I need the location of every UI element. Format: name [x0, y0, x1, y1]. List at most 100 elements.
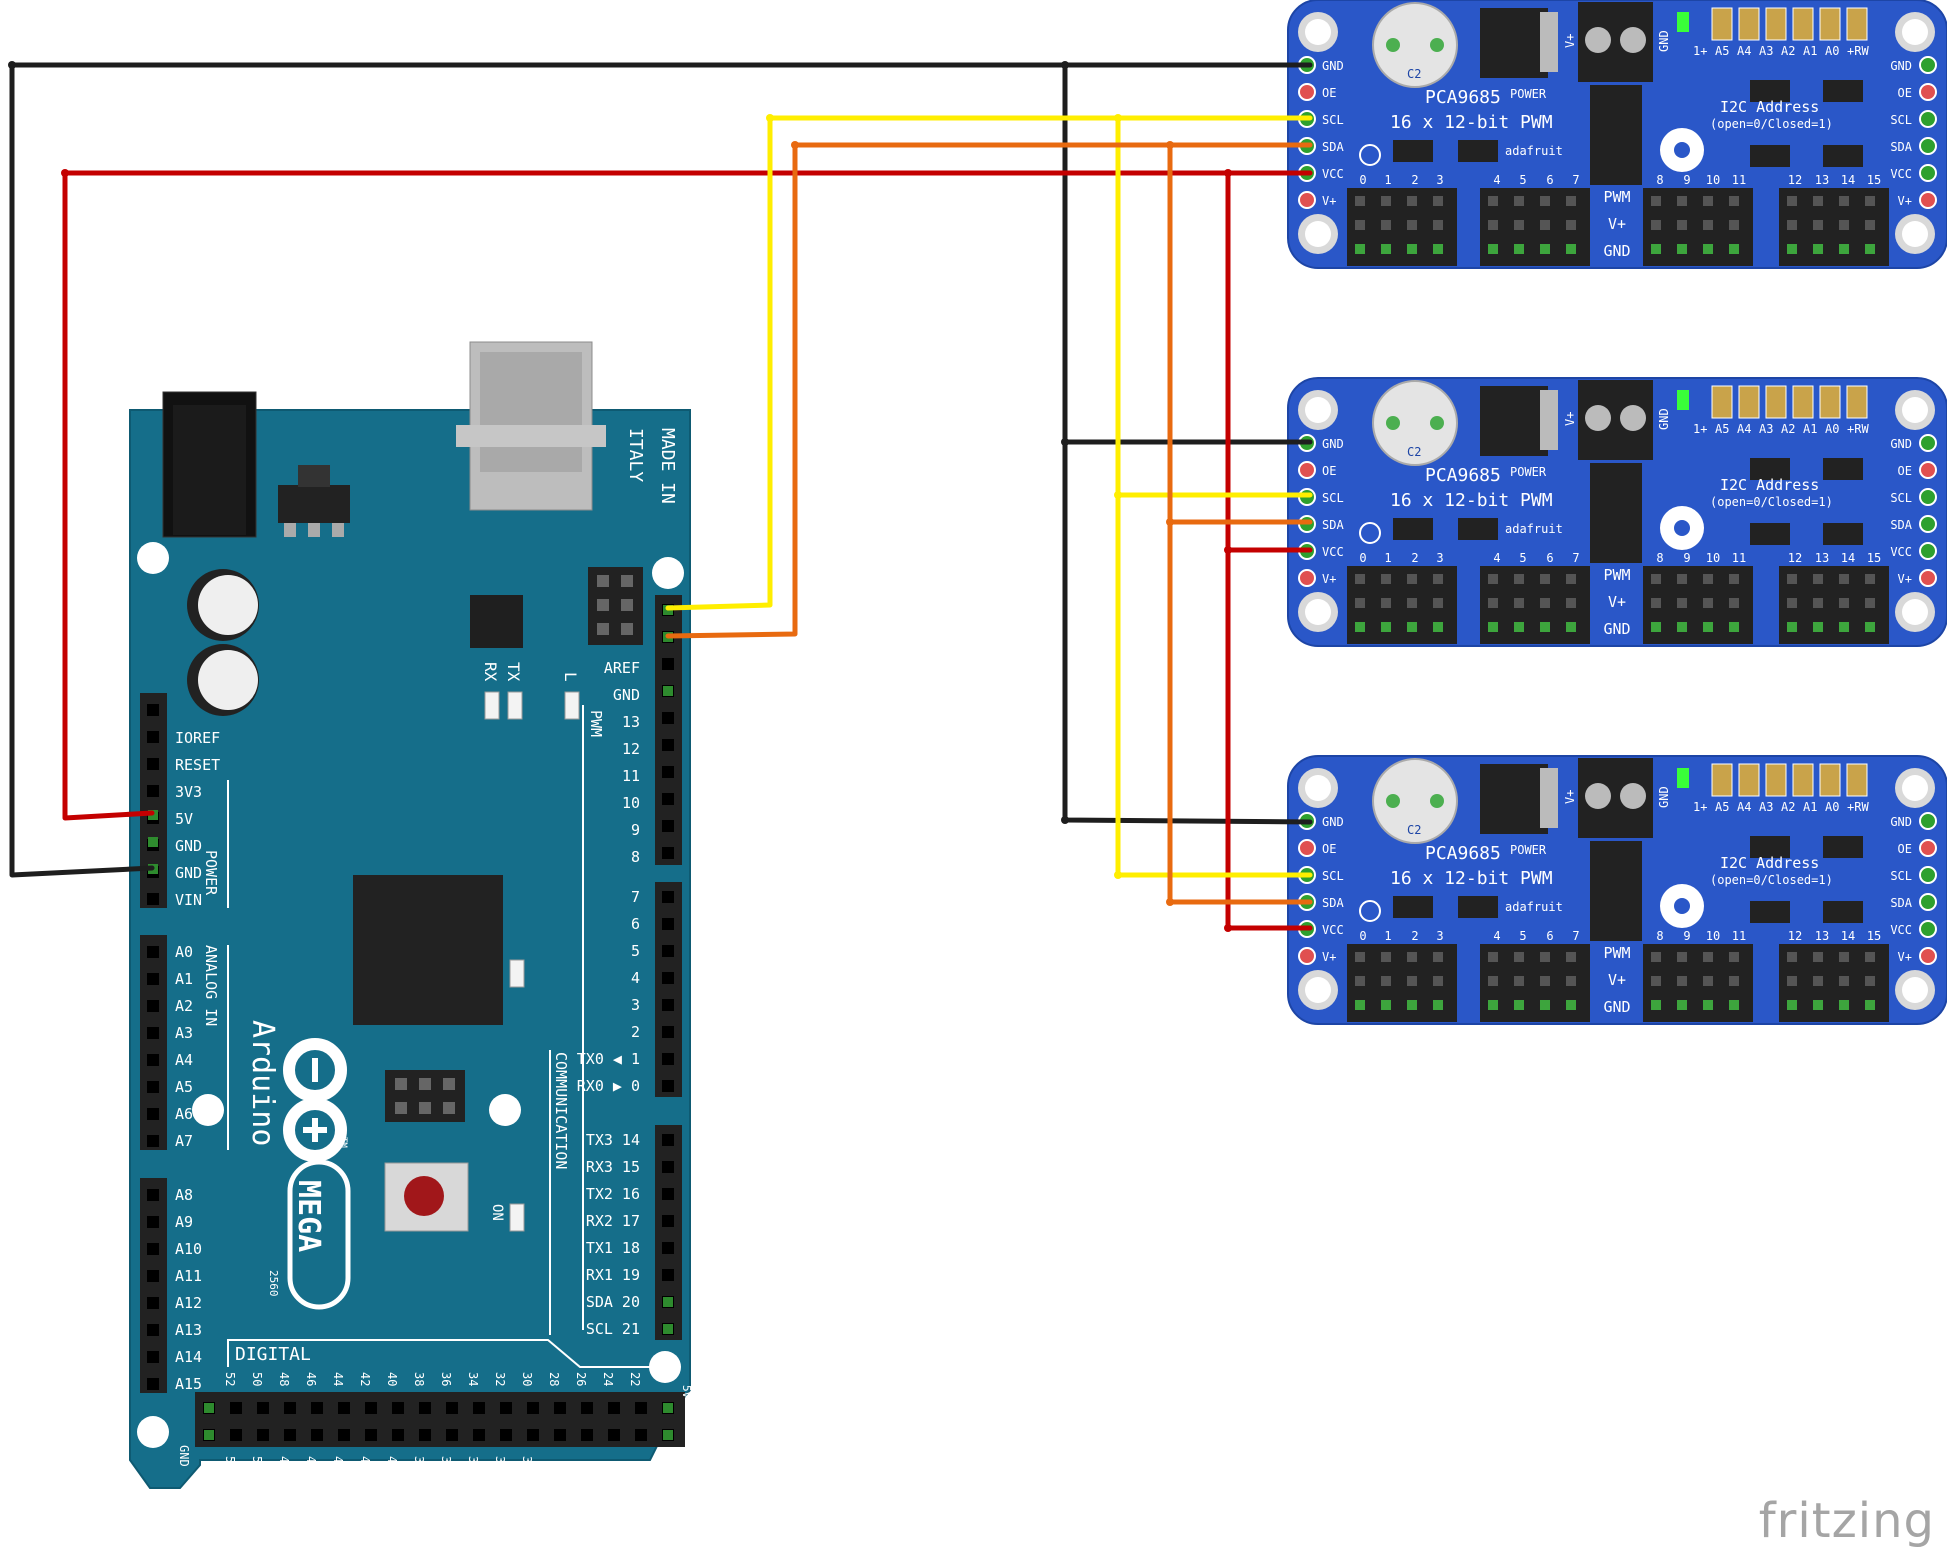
arduino-pin-label: SDA 20: [586, 1293, 640, 1311]
pwm-pin-right[interactable]: [1919, 434, 1937, 452]
power-text: POWER: [1510, 87, 1547, 101]
pwm-pin-right[interactable]: [1919, 191, 1937, 209]
pwm-pin-label-right: GND: [1890, 59, 1912, 73]
pwm-pin-left[interactable]: [1298, 947, 1316, 965]
arduino-pin-label: A9: [175, 1213, 193, 1231]
rx-label: RX: [481, 662, 500, 682]
pwm-pin-left[interactable]: [1298, 83, 1316, 101]
cap-label: C2: [1407, 67, 1421, 81]
pwm-pin-label-left: OE: [1322, 464, 1336, 478]
arduino-pin-label: TX2 16: [586, 1185, 640, 1203]
arduino-header-label: 37: [439, 1456, 453, 1470]
address-label: A1: [1803, 800, 1817, 814]
pwm-pin-right[interactable]: [1919, 893, 1937, 911]
channel-number: 15: [1867, 173, 1881, 187]
arduino-pin-label: 7: [631, 888, 640, 906]
channel-number: 2: [1411, 551, 1418, 565]
pca9685-chip: [1590, 841, 1642, 941]
pwm-pin-right[interactable]: [1919, 110, 1937, 128]
channel-number: 14: [1841, 929, 1855, 943]
pwm-pin-right[interactable]: [1919, 515, 1937, 533]
pwm-pin-right[interactable]: [1919, 812, 1937, 830]
pwm-pin-right[interactable]: [1919, 488, 1937, 506]
power-led: [1677, 12, 1689, 32]
terminal-label-vplus: V+: [1563, 412, 1577, 426]
fritzing-watermark: fritzing: [1758, 1493, 1935, 1549]
arduino-header-label: 24: [601, 1372, 615, 1386]
arduino-header-label: 50: [250, 1372, 264, 1386]
arduino-pin-label: RX3 15: [586, 1158, 640, 1176]
pwm-pin-right[interactable]: [1919, 839, 1937, 857]
arduino-pin-label: 4: [631, 969, 640, 987]
arduino-pin-label: A2: [175, 997, 193, 1015]
pwm-pin-left[interactable]: [1298, 461, 1316, 479]
arduino-pin-label: A13: [175, 1321, 202, 1339]
channel-number: 3: [1436, 551, 1443, 565]
address-label: A2: [1781, 422, 1795, 436]
arduino-header-label: 22: [628, 1372, 642, 1386]
pwm-pin-right[interactable]: [1919, 569, 1937, 587]
capacitor-c2: [1372, 2, 1458, 88]
wires: [8, 61, 1313, 932]
pwm-pin-left[interactable]: [1298, 839, 1316, 857]
address-label: A0: [1825, 800, 1839, 814]
arduino-pin-label: GND: [175, 864, 202, 882]
arduino-header-label: 39: [412, 1456, 426, 1470]
channel-number: 1: [1384, 929, 1391, 943]
arduino-header-label: 41: [385, 1456, 399, 1470]
pwm-pin-right[interactable]: [1919, 164, 1937, 182]
arduino-pin-label: RESET: [175, 756, 220, 774]
channel-number: 5: [1519, 551, 1526, 565]
pwm-pin-right[interactable]: [1919, 866, 1937, 884]
tm-label: TM: [338, 1137, 348, 1148]
pwm-pin-left[interactable]: [1298, 569, 1316, 587]
pwm-pin-label-right: VCC: [1890, 923, 1912, 937]
pwm-pin-right[interactable]: [1919, 542, 1937, 560]
arduino-header-label: 33: [493, 1456, 507, 1470]
arduino-header-label: 26: [574, 1372, 588, 1386]
header-row-label: GND: [1603, 620, 1630, 638]
digital-label: DIGITAL: [235, 1344, 311, 1365]
channel-number: 6: [1546, 929, 1553, 943]
chip-name: PCA9685: [1425, 843, 1501, 864]
power-led: [1677, 768, 1689, 788]
arduino-header-label: 43: [358, 1456, 372, 1470]
channel-number: 4: [1493, 929, 1500, 943]
channel-number: 1: [1384, 551, 1391, 565]
pwm-pin-label-right: SCL: [1890, 113, 1912, 127]
channel-number: 12: [1788, 173, 1802, 187]
pwm-pin-right[interactable]: [1919, 83, 1937, 101]
channel-number: 4: [1493, 173, 1500, 187]
channel-number: 14: [1841, 551, 1855, 565]
pwm-pin-right[interactable]: [1919, 137, 1937, 155]
pwm-pin-left[interactable]: [1298, 191, 1316, 209]
channel-number: 14: [1841, 173, 1855, 187]
channel-number: 10: [1706, 929, 1720, 943]
arduino-pin-label: A11: [175, 1267, 202, 1285]
pwm-pin-label-right: GND: [1890, 815, 1912, 829]
terminal-label-gnd: GND: [1657, 786, 1671, 808]
pwm-pin-label-right: V+: [1898, 950, 1912, 964]
pwm-pin-label-right: SDA: [1890, 896, 1912, 910]
pwm-pin-label-right: OE: [1898, 464, 1912, 478]
address-label: A0: [1825, 422, 1839, 436]
pwm-pin-right[interactable]: [1919, 947, 1937, 965]
arduino-pin-label: A15: [175, 1375, 202, 1393]
address-label: 1+: [1693, 422, 1707, 436]
header-row-label: V+: [1608, 971, 1626, 989]
channel-number: 4: [1493, 551, 1500, 565]
pwm-pin-right[interactable]: [1919, 56, 1937, 74]
arduino-pin-label: A7: [175, 1132, 193, 1150]
arduino-header-label: 38: [412, 1372, 426, 1386]
pwm-pin-right[interactable]: [1919, 920, 1937, 938]
sda-wire[interactable]: [665, 142, 1313, 905]
arduino-header-label: 44: [331, 1372, 345, 1386]
pwm-pin-label-right: V+: [1898, 572, 1912, 586]
maker-label: adafruit: [1505, 144, 1563, 158]
pwm-pin-right[interactable]: [1919, 461, 1937, 479]
channel-number: 10: [1706, 551, 1720, 565]
scl-wire[interactable]: [665, 115, 1313, 878]
channel-number: 8: [1656, 929, 1663, 943]
